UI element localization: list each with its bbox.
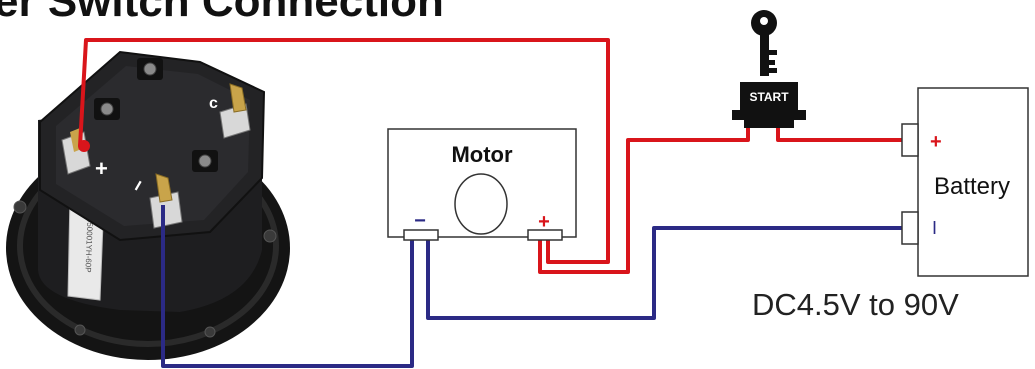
meter-screw <box>143 62 157 76</box>
bezel-screw <box>204 326 216 338</box>
meter-plus-connection-dot <box>78 140 90 152</box>
wire-meter-minus-to-motor <box>161 205 414 368</box>
switch-cap <box>740 82 798 110</box>
motor-terminal-plus <box>527 229 563 241</box>
switch-label: START <box>749 90 789 104</box>
motor-label: Motor <box>451 142 513 167</box>
diagram-title: er Switch Connection <box>0 0 444 26</box>
switch-base <box>732 110 806 120</box>
negative-wires <box>161 205 904 368</box>
meter-screw <box>198 154 212 168</box>
hour-meter: 0500050001YH-60P + − c <box>6 50 290 360</box>
motor: Motor − + <box>387 128 577 241</box>
battery-body <box>917 87 1029 277</box>
bezel-screw <box>13 200 27 214</box>
bezel-screw <box>263 229 277 243</box>
motor-plus-label: + <box>538 211 550 233</box>
key-icon <box>751 10 777 76</box>
battery-terminal-plus <box>901 123 919 157</box>
voltage-range: DC4.5V to 90V <box>752 287 959 322</box>
battery-plus-label: + <box>930 131 942 153</box>
switch-stem <box>744 120 794 128</box>
battery-label: Battery <box>934 173 1010 200</box>
positive-wires <box>78 38 904 274</box>
battery-terminal-minus <box>901 211 919 245</box>
meter-label-plus: + <box>95 156 108 181</box>
meter-serial-text: 0500050001YH-60P <box>83 200 95 273</box>
motor-terminal-minus <box>403 229 439 241</box>
motor-rotor <box>454 173 508 235</box>
wire-switch-to-battery-plus <box>776 126 904 142</box>
wire-motor-minus-to-battery <box>426 226 904 320</box>
wire-motor-plus-to-switch <box>538 126 750 274</box>
battery: + Battery I <box>901 87 1029 277</box>
meter-label-c: c <box>209 95 218 112</box>
meter-screw <box>100 102 114 116</box>
terminal-minus <box>149 173 183 229</box>
key-switch: START <box>732 10 806 128</box>
battery-minus-label: I <box>932 218 937 238</box>
terminal-c <box>219 83 251 139</box>
wire-meter-plus-to-switch <box>78 38 610 264</box>
bezel-screw <box>74 324 86 336</box>
motor-minus-label: − <box>414 210 426 232</box>
